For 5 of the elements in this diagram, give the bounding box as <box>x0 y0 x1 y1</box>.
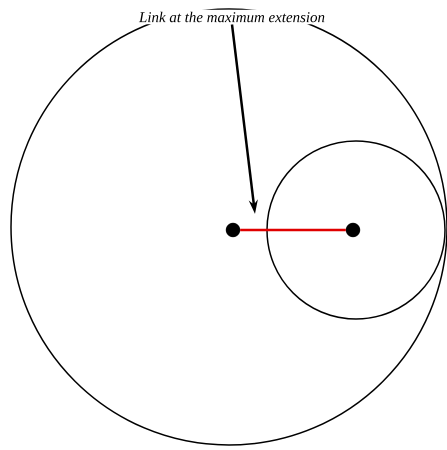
pivot-dot <box>346 222 360 238</box>
link-line <box>240 228 346 232</box>
annotation-text: Link at the maximum extension <box>137 10 327 24</box>
pivot-dot <box>226 222 240 238</box>
inner-circle <box>266 140 446 320</box>
